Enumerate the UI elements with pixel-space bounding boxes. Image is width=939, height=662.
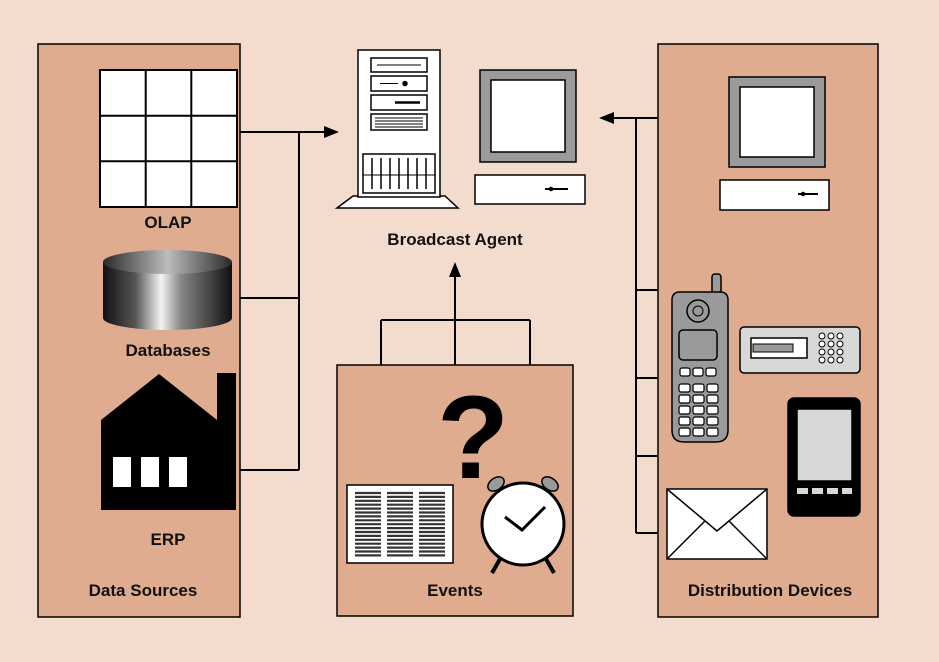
distribution-connector	[612, 117, 658, 534]
database-cylinder-icon	[103, 250, 232, 330]
phone-key	[706, 405, 719, 415]
desk-phone-key	[836, 356, 844, 364]
phone-key	[706, 416, 719, 426]
events-title: Events	[427, 581, 483, 600]
distribution-devices-panel: Distribution Devices	[657, 43, 879, 618]
arrow-up-icon	[449, 262, 461, 277]
phone-key	[692, 367, 704, 377]
erp-label: ERP	[151, 530, 186, 549]
arrow-right-icon	[324, 126, 339, 138]
erp-factory-icon	[101, 373, 236, 510]
pda-icon	[787, 397, 861, 517]
phone-key	[692, 416, 705, 426]
data-sources-connector	[240, 131, 326, 471]
desk-phone-key	[836, 340, 844, 348]
events-panel: ? Events	[336, 364, 574, 617]
desk-phone-key	[827, 356, 835, 364]
desk-phone-key	[827, 340, 835, 348]
desk-phone-key	[836, 332, 844, 340]
phone-key	[706, 383, 719, 393]
broadcast-agent-monitor-icon	[474, 69, 586, 205]
alarm-clock-icon	[480, 476, 566, 574]
phone-key	[679, 367, 691, 377]
phone-key	[706, 427, 719, 437]
phone-key	[706, 394, 719, 404]
desk-phone-key	[818, 340, 826, 348]
desk-phone-key	[818, 332, 826, 340]
phone-key	[705, 367, 717, 377]
events-connector	[380, 276, 531, 365]
report-document-icon	[346, 484, 454, 564]
phone-key	[692, 394, 705, 404]
phone-key	[678, 405, 691, 415]
desktop-computer-icon	[719, 76, 830, 211]
olap-grid-icon	[99, 69, 238, 208]
distribution-devices-title: Distribution Devices	[688, 581, 852, 600]
phone-key	[678, 427, 691, 437]
phone-key	[678, 416, 691, 426]
arrow-left-icon	[599, 112, 614, 124]
mobile-phone-icon	[671, 273, 729, 443]
envelope-icon	[666, 488, 768, 560]
broadcast-agent-label: Broadcast Agent	[387, 230, 523, 249]
desk-phone-key	[818, 356, 826, 364]
broadcast-agent-server-icon	[334, 49, 460, 209]
desk-phone-key	[836, 348, 844, 356]
desk-phone-icon	[739, 326, 861, 374]
olap-label: OLAP	[144, 213, 191, 232]
phone-key	[678, 383, 691, 393]
databases-label: Databases	[125, 341, 210, 360]
desk-phone-key	[818, 348, 826, 356]
data-sources-panel: OLAP Databases ERP Data Sources	[37, 43, 241, 618]
desk-phone-key	[827, 348, 835, 356]
data-sources-title: Data Sources	[89, 581, 198, 600]
phone-key	[692, 427, 705, 437]
phone-key	[692, 405, 705, 415]
phone-key	[678, 394, 691, 404]
desk-phone-key	[827, 332, 835, 340]
phone-key	[692, 383, 705, 393]
